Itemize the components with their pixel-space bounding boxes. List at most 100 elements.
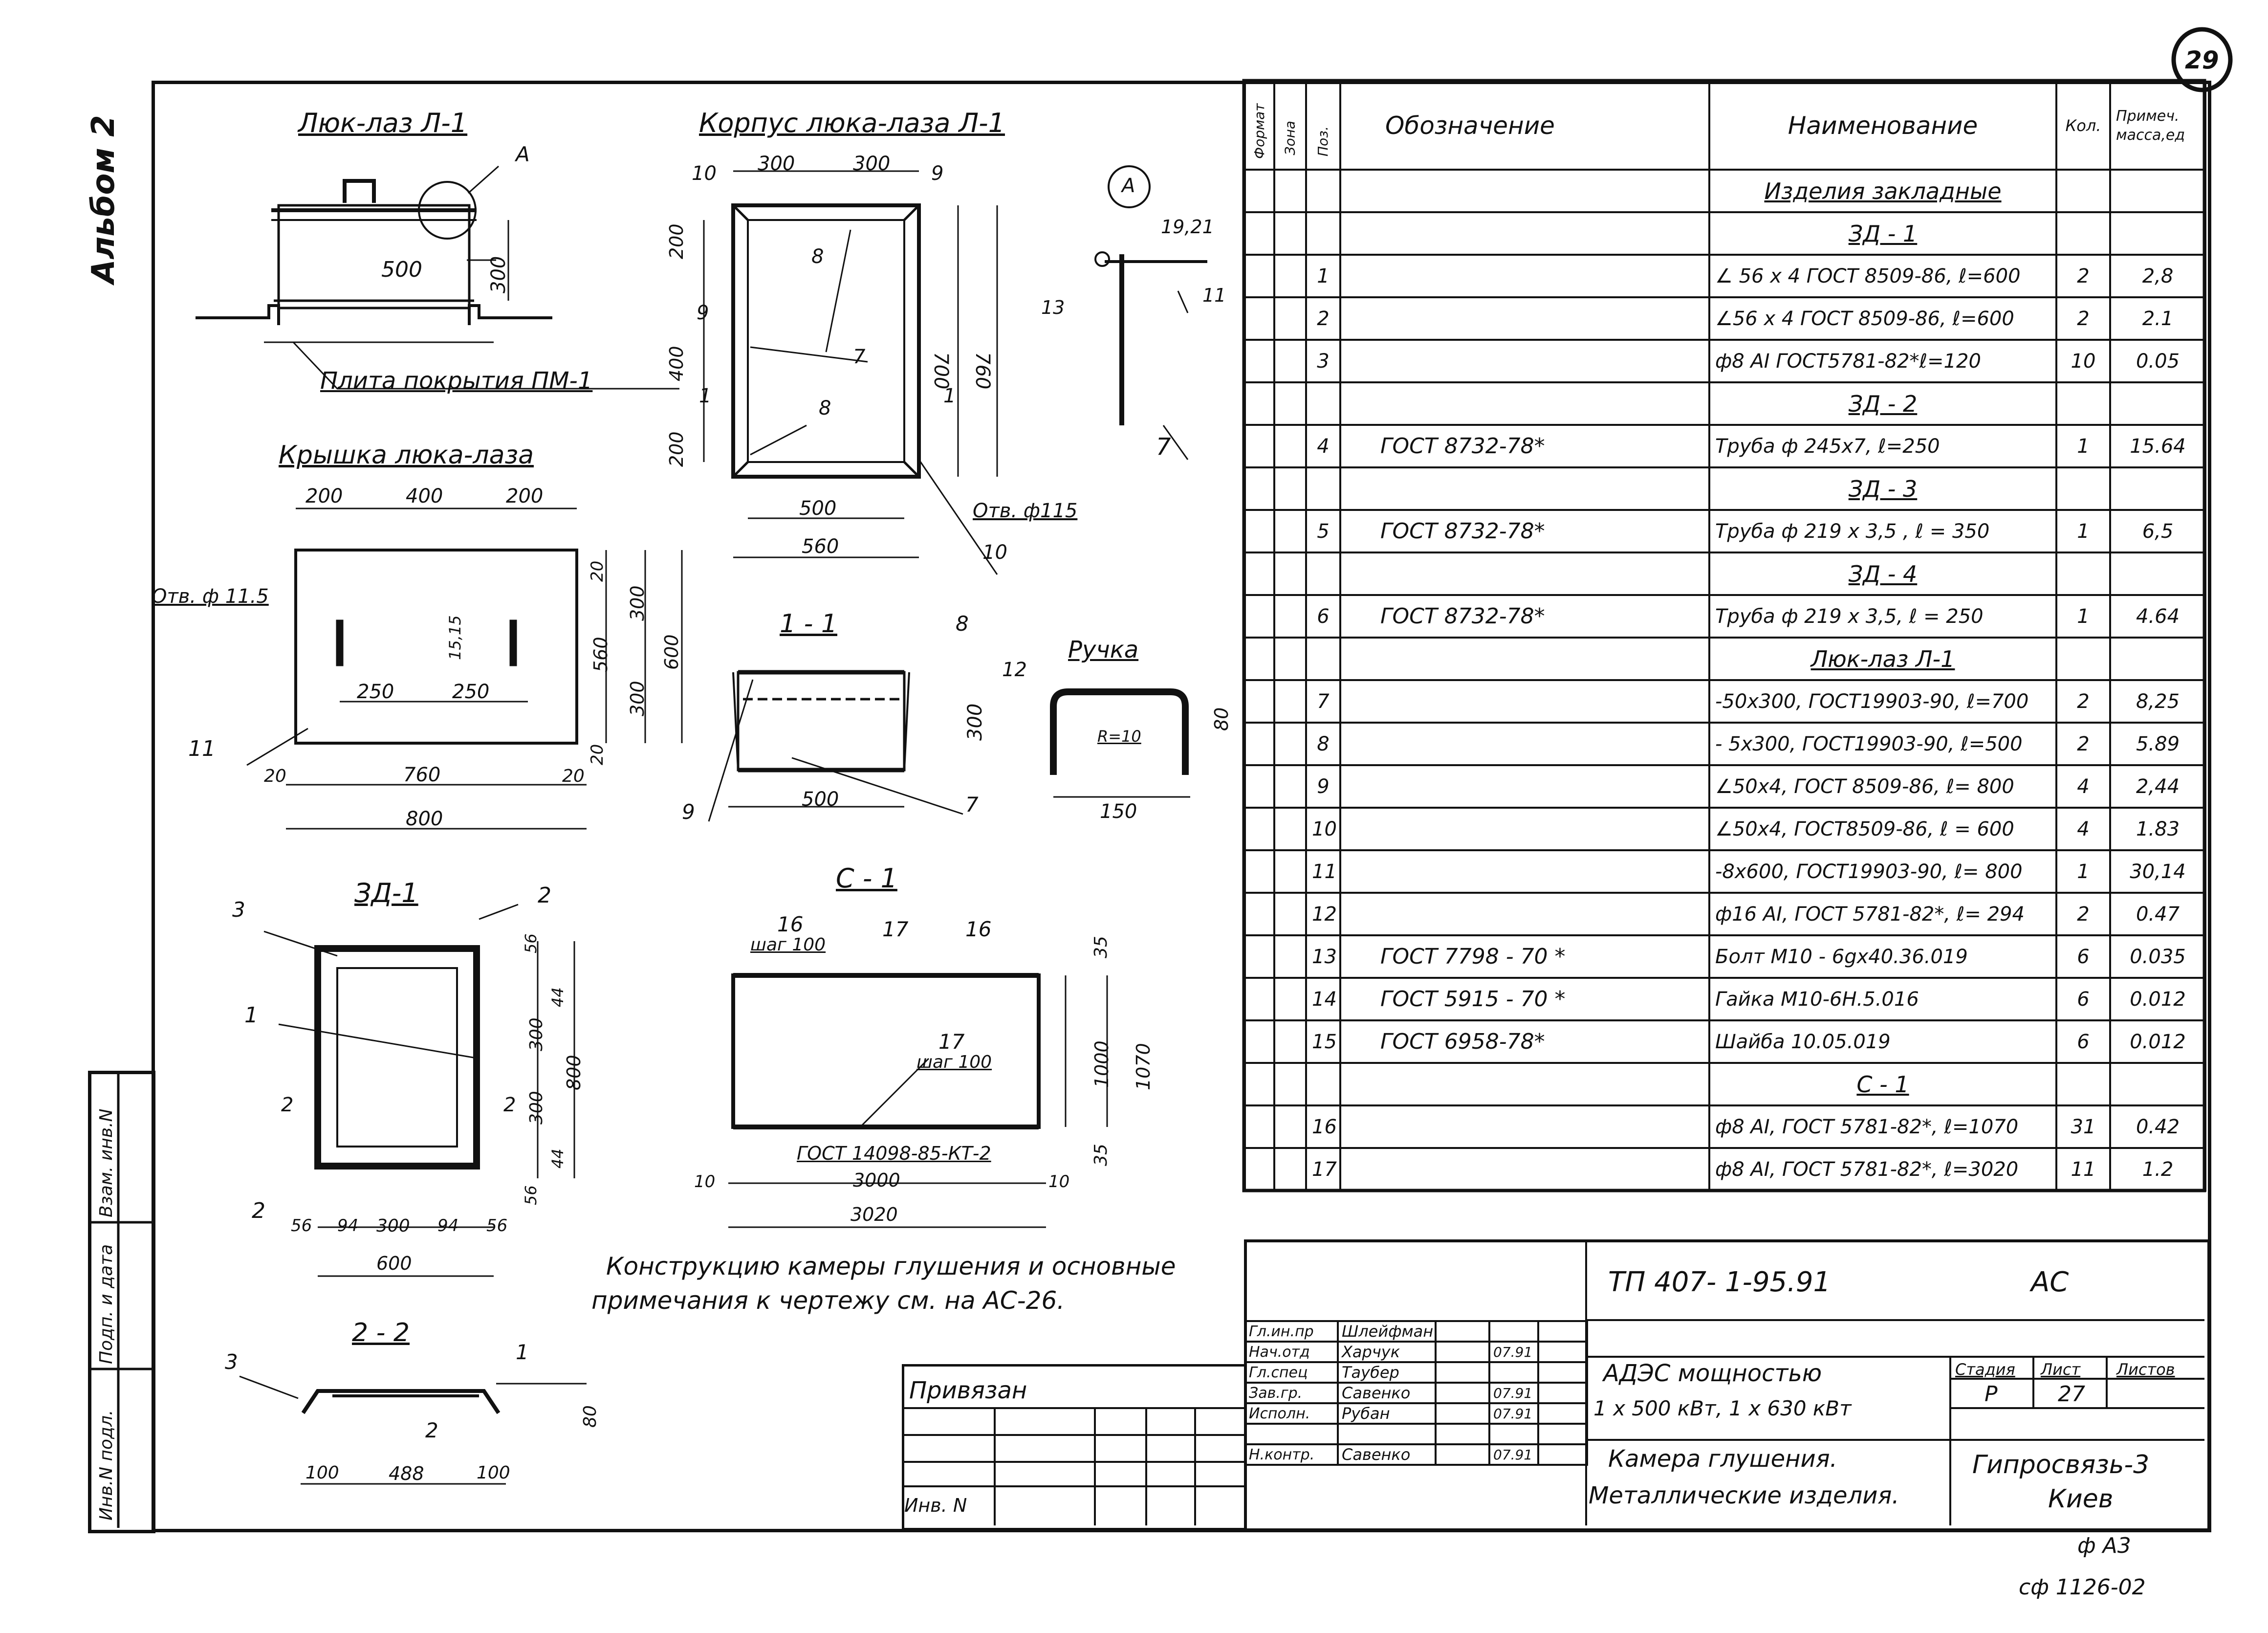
- header-pos: Поз.: [1305, 81, 1341, 171]
- spec-row: Изделия закладные: [1244, 169, 2206, 213]
- spec-zone-cell: [1273, 1104, 1307, 1149]
- spec-format-cell: [1244, 849, 1275, 894]
- header-format: Формат: [1244, 81, 1275, 171]
- spec-zone-cell: [1273, 892, 1307, 936]
- spec-format-cell: [1244, 254, 1275, 298]
- spec-format-cell: [1244, 637, 1275, 681]
- handle-title: Ручка: [1068, 636, 1139, 663]
- spec-designation-cell: ГОСТ 8732-78*: [1339, 509, 1710, 553]
- hatch-dim-500: 500: [381, 257, 422, 282]
- spec-format-cell: [1244, 296, 1275, 341]
- detail-a-label-11: 11: [1202, 285, 1226, 306]
- spec-zone-cell: [1273, 296, 1307, 341]
- sheet-label: Лист: [2041, 1360, 2081, 1379]
- spec-designation-cell: [1339, 764, 1710, 809]
- date-cell: 07.91: [1488, 1341, 1539, 1363]
- spec-format-cell: [1244, 594, 1275, 639]
- role-cell: Исполн.: [1244, 1402, 1339, 1425]
- section-2-2-dim-100-left: 100: [305, 1463, 339, 1483]
- c1-label-16-right: 16: [965, 917, 992, 941]
- spec-qty-cell: 6: [2055, 977, 2111, 1021]
- note-line-1: Конструкцию камеры глушения и основные: [606, 1252, 1176, 1280]
- header-note: Примеч. масса,ед: [2109, 81, 2206, 171]
- body-dim-300b: 300: [853, 153, 891, 175]
- spec-pos-cell: 17: [1305, 1147, 1341, 1192]
- spec-qty-cell: 4: [2055, 807, 2111, 851]
- cover-dim-760: 760: [403, 764, 441, 786]
- cover-label-11: 11: [188, 736, 216, 761]
- spec-pos-cell: 15: [1305, 1019, 1341, 1064]
- spec-name-cell: -50x300, ГОСТ19903-90, ℓ=700: [1708, 679, 2057, 724]
- blank-cell: [1537, 1402, 1588, 1425]
- zd1-label-2-right: 2: [503, 1094, 516, 1116]
- spec-format-cell: [1244, 339, 1275, 383]
- signature-cell: [1435, 1382, 1490, 1404]
- spec-name-cell: ∠ 56 x 4 ГОСТ 8509-86, ℓ=600: [1708, 254, 2057, 298]
- spec-zone-cell: [1273, 381, 1307, 426]
- zd1-dim-94-right: 94: [437, 1216, 459, 1236]
- body-label-8-top: 8: [811, 245, 824, 268]
- slab-note: Плита покрытия ПМ-1: [320, 367, 593, 395]
- spec-designation-cell: [1339, 807, 1710, 851]
- archive-mark: сф 1126-02: [2019, 1575, 2146, 1600]
- date-cell: 07.91: [1488, 1382, 1539, 1404]
- c1-label-17-top: 17: [882, 917, 909, 941]
- spec-zone-cell: [1273, 424, 1307, 468]
- spec-mass-cell: [2109, 466, 2206, 511]
- body-dim-560: 560: [802, 535, 839, 558]
- spec-qty-cell: 2: [2055, 296, 2111, 341]
- sheet-value: 27: [2058, 1382, 2085, 1407]
- cover-hole-label: Отв. ф 11.5: [152, 585, 269, 608]
- spec-mass-cell: 4.64: [2109, 594, 2206, 639]
- cover-dim-20-left: 20: [264, 766, 286, 786]
- spec-name-cell: Болт М10 - 6gx40.36.019: [1708, 934, 2057, 979]
- c1-step-mid: шаг 100: [916, 1052, 992, 1072]
- signature-cell: [1435, 1341, 1490, 1363]
- c1-label-16-left: 16: [777, 912, 804, 936]
- body-label-7: 7: [853, 346, 866, 368]
- spec-designation-cell: [1339, 466, 1710, 511]
- sheets-label: Листов: [2116, 1360, 2175, 1379]
- spec-format-cell: [1244, 1019, 1275, 1064]
- section-2-2-dim-100-right: 100: [477, 1463, 510, 1483]
- zd1-dim-300: 300: [376, 1216, 410, 1236]
- spec-mass-cell: 8,25: [2109, 679, 2206, 724]
- spec-mass-cell: [2109, 211, 2206, 256]
- spec-qty-cell: [2055, 381, 2111, 426]
- cover-dim-200b: 200: [506, 485, 544, 508]
- section-2-2-label-3: 3: [225, 1350, 238, 1374]
- stage-label: Стадия: [1955, 1360, 2015, 1379]
- spec-qty-cell: 11: [2055, 1147, 2111, 1192]
- date-cell: 07.91: [1488, 1443, 1539, 1466]
- section-1-1-label-9: 9: [682, 800, 695, 824]
- spec-designation-cell: [1339, 254, 1710, 298]
- spec-format-cell: [1244, 466, 1275, 511]
- spec-name-cell: ЗД - 1: [1708, 211, 2057, 256]
- blank-cell: [1537, 1320, 1588, 1343]
- spec-name-cell: ∠56 x 4 ГОСТ 8509-86, ℓ=600: [1708, 296, 2057, 341]
- spec-pos-cell: 11: [1305, 849, 1341, 894]
- detail-a-label-7: 7: [1156, 433, 1171, 461]
- role-cell: Нач.отд: [1244, 1341, 1339, 1363]
- header-name: Наименование: [1708, 81, 2057, 171]
- spec-format-cell: [1244, 892, 1275, 936]
- cover-dim-200a: 200: [305, 485, 343, 508]
- spec-zone-cell: [1273, 807, 1307, 851]
- stage-value: Р: [1984, 1382, 1998, 1407]
- spec-designation-cell: [1339, 892, 1710, 936]
- c1-title: С - 1: [836, 863, 897, 894]
- spec-mass-cell: 0.42: [2109, 1104, 2206, 1149]
- spec-zone-cell: [1273, 849, 1307, 894]
- spec-designation-cell: [1339, 552, 1710, 596]
- spec-format-cell: [1244, 722, 1275, 766]
- spec-name-cell: ЗД - 4: [1708, 552, 2057, 596]
- spec-zone-cell: [1273, 509, 1307, 553]
- side-stamp-strip: [88, 1071, 155, 1533]
